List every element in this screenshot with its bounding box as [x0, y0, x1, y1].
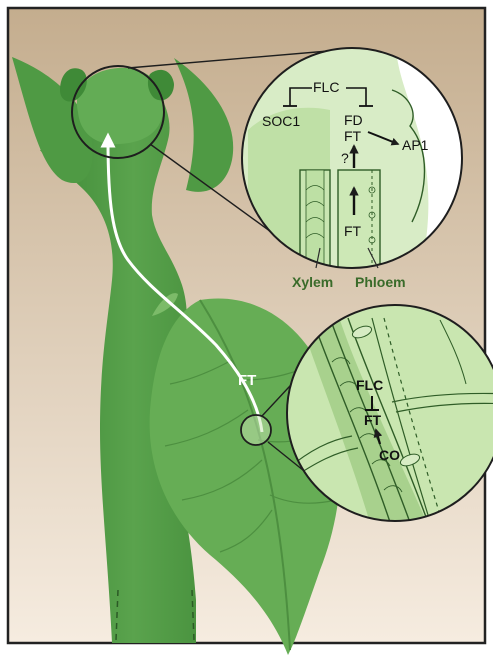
- stem-ft-label: FT: [238, 372, 256, 389]
- top-gene-flc: FLC: [313, 79, 339, 95]
- leaf-magnifier-circle: [241, 415, 271, 445]
- top-gene-ap1: AP1: [402, 137, 429, 153]
- top-gene-fd: FD: [344, 112, 363, 128]
- phloem-label: Phloem: [355, 274, 406, 290]
- leaf-gene-ft: FT: [364, 412, 382, 428]
- xylem-label: Xylem: [292, 274, 333, 290]
- leaf-gene-flc: FLC: [356, 377, 383, 393]
- top-gene-soc1: SOC1: [262, 113, 300, 129]
- top-question-mark: ?: [341, 150, 349, 166]
- top-gene-ft-lower: FT: [344, 223, 362, 239]
- top-gene-ft-upper: FT: [344, 128, 362, 144]
- leaf-gene-co: CO: [379, 447, 400, 463]
